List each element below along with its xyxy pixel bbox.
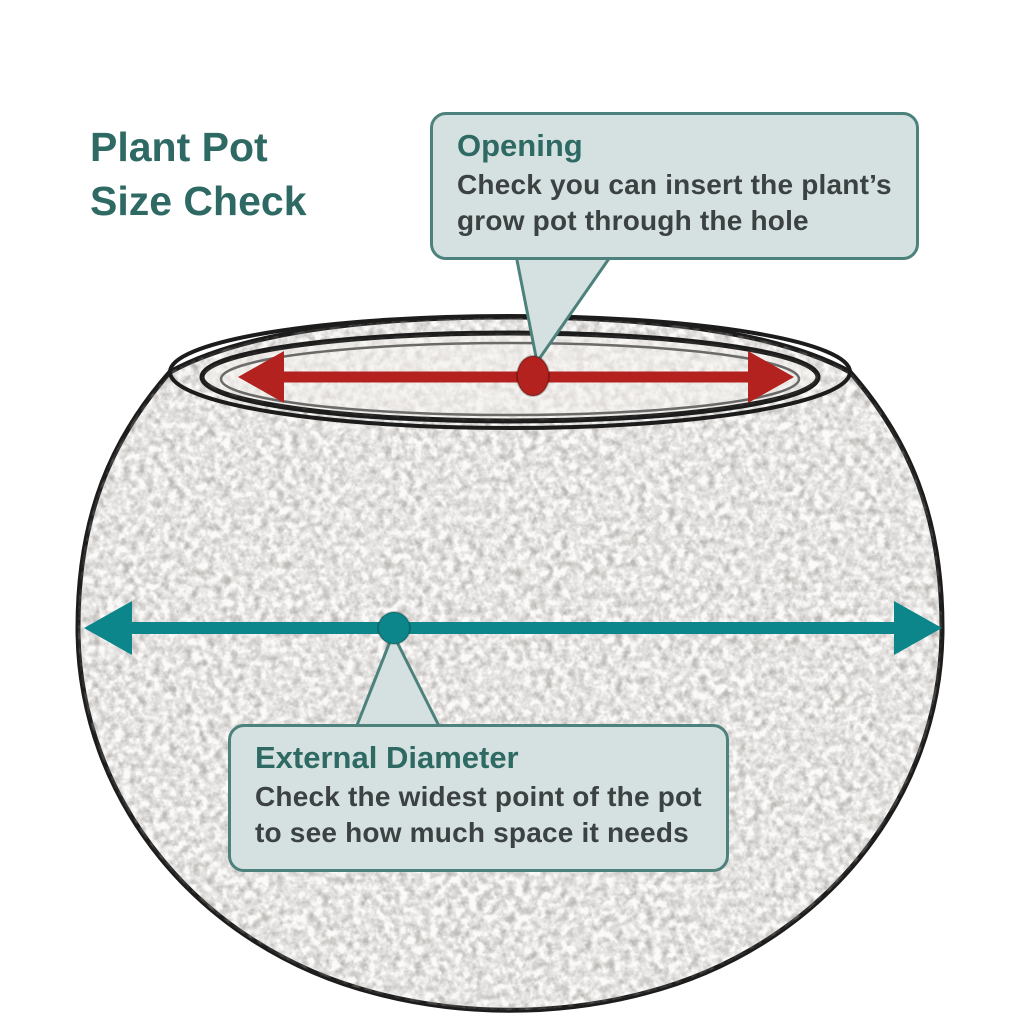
pot-rim-outer bbox=[168, 314, 852, 430]
diameter-arrow bbox=[84, 601, 942, 655]
opening-callout-body: Check you can insert the plant’s grow po… bbox=[457, 169, 892, 237]
page-title-line1: Plant Pot bbox=[90, 124, 268, 170]
diameter-arrowhead-right-icon bbox=[894, 601, 942, 655]
opening-arrow bbox=[238, 351, 794, 403]
diameter-midpoint-dot-icon bbox=[377, 611, 411, 645]
external-diameter-callout-heading: External Diameter bbox=[255, 740, 519, 775]
opening-callout-heading: Opening bbox=[457, 128, 583, 163]
page-title-line2: Size Check bbox=[90, 178, 307, 225]
external-diameter-callout: External Diameter Check the widest point… bbox=[228, 724, 729, 872]
opening-arrowhead-left-icon bbox=[238, 351, 284, 403]
diameter-arrowhead-left-icon bbox=[84, 601, 132, 655]
opening-callout: Opening Check you can insert the plant’s… bbox=[430, 112, 919, 260]
opening-midpoint-dot-icon bbox=[516, 355, 550, 397]
page-title: Plant Pot Size Check bbox=[90, 120, 307, 228]
opening-arrowhead-right-icon bbox=[748, 351, 794, 403]
external-diameter-callout-body: Check the widest point of the pot to see… bbox=[255, 781, 702, 849]
